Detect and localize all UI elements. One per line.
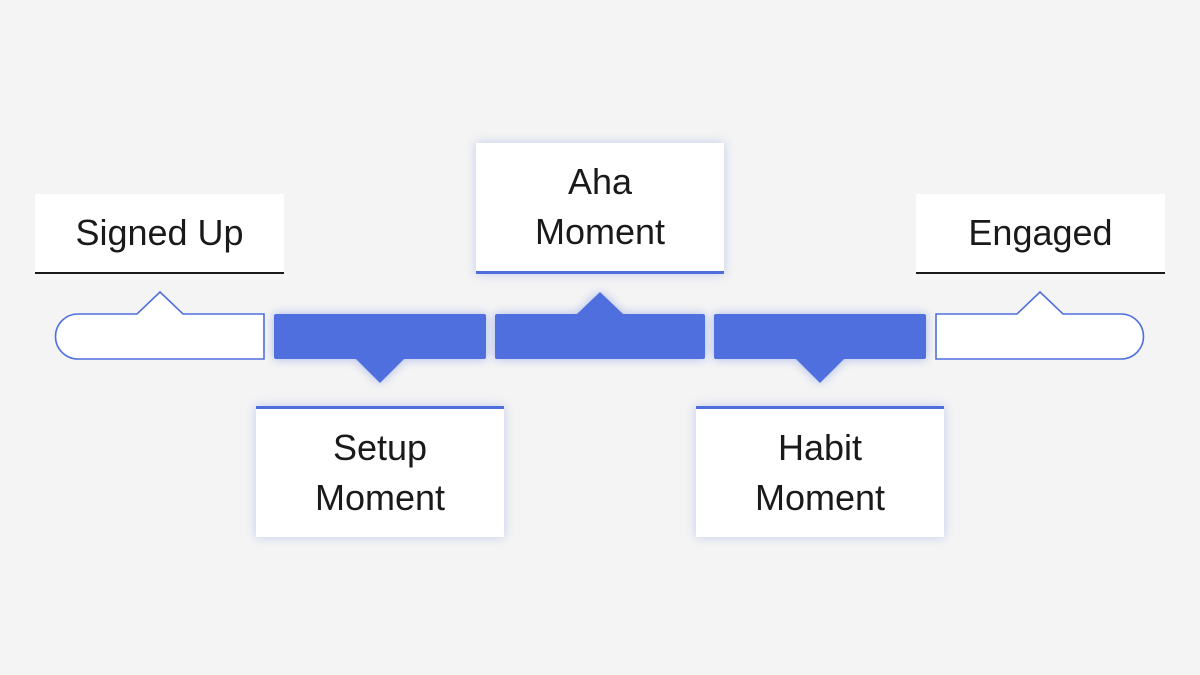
engaged-label: Engaged <box>916 194 1165 274</box>
signed-up-label: Signed Up <box>35 194 284 274</box>
aha-moment-label: Aha Moment <box>476 143 724 274</box>
setup-moment-segment <box>274 314 486 383</box>
signed-up-segment <box>54 290 265 360</box>
habit-moment-segment <box>714 314 926 383</box>
habit-moment-label: Habit Moment <box>696 406 944 537</box>
engaged-segment <box>935 290 1145 360</box>
aha-moment-segment <box>495 292 705 359</box>
setup-moment-label: Setup Moment <box>256 406 504 537</box>
